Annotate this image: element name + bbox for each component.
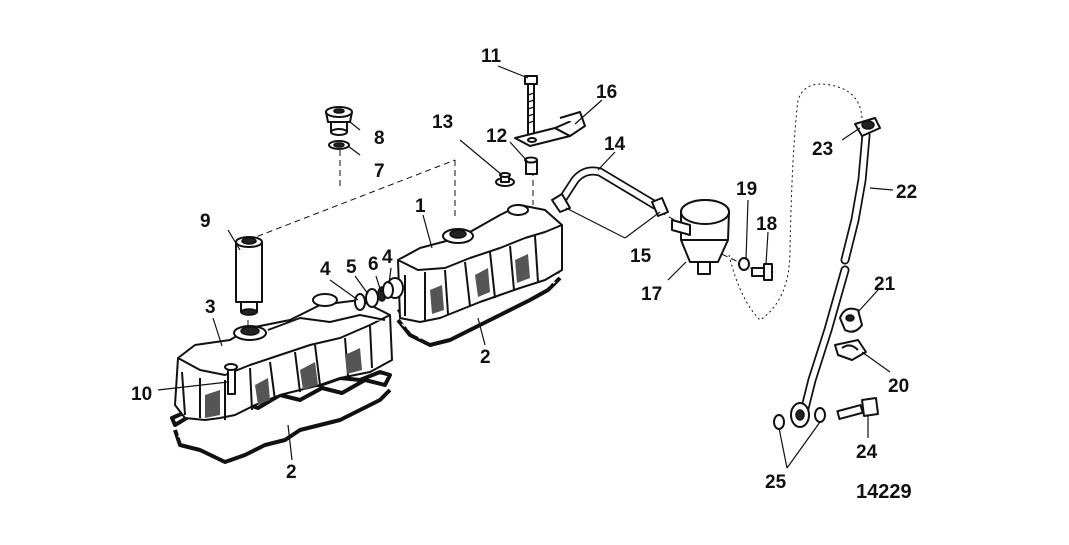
callout-1: 1 xyxy=(415,196,426,217)
bolt-and-bracket xyxy=(495,75,586,187)
callout-labels: 1 2 2 3 4 4 5 6 7 8 9 10 11 12 13 14 15 … xyxy=(131,46,917,503)
breather-hose xyxy=(551,166,669,217)
callout-11: 11 xyxy=(481,46,502,67)
callout-12: 12 xyxy=(486,126,507,147)
callout-2-front: 2 xyxy=(286,462,297,483)
callout-3: 3 xyxy=(205,297,216,318)
oil-filler-cap xyxy=(325,106,353,150)
callout-17: 17 xyxy=(641,284,662,305)
oil-filler-tube xyxy=(235,236,263,316)
callout-13: 13 xyxy=(432,112,453,133)
callout-5: 5 xyxy=(346,257,357,278)
grommet-and-fitting-parts xyxy=(354,281,394,311)
callout-25: 25 xyxy=(765,472,787,493)
hose-route-line xyxy=(728,83,863,321)
callout-19: 19 xyxy=(736,179,757,200)
callout-24: 24 xyxy=(856,442,878,463)
callout-4-left: 4 xyxy=(320,259,331,280)
callout-10: 10 xyxy=(131,384,152,405)
callout-7: 7 xyxy=(374,161,385,182)
oil-separator xyxy=(671,199,730,275)
callout-2-rear: 2 xyxy=(480,347,491,368)
drain-hose xyxy=(790,117,881,428)
callout-9: 9 xyxy=(200,211,211,232)
valve-cover-rear xyxy=(386,204,563,323)
callout-21: 21 xyxy=(874,274,896,295)
callout-18: 18 xyxy=(756,214,777,235)
banjo-bolt-and-washers xyxy=(773,397,879,430)
callout-14: 14 xyxy=(604,134,626,155)
hose-clip-and-grommet xyxy=(834,307,867,361)
callout-23: 23 xyxy=(812,139,833,160)
callout-6: 6 xyxy=(368,254,379,275)
callout-15: 15 xyxy=(630,246,652,267)
callout-4-right: 4 xyxy=(382,247,393,268)
figure-number: 14229 xyxy=(856,481,912,503)
callout-20: 20 xyxy=(888,376,909,397)
callout-22: 22 xyxy=(896,182,917,203)
separator-bolt xyxy=(738,257,773,281)
leader-lines xyxy=(157,65,894,469)
callout-8: 8 xyxy=(374,128,385,149)
valve-cover-front xyxy=(174,293,393,421)
callout-16: 16 xyxy=(596,82,617,103)
